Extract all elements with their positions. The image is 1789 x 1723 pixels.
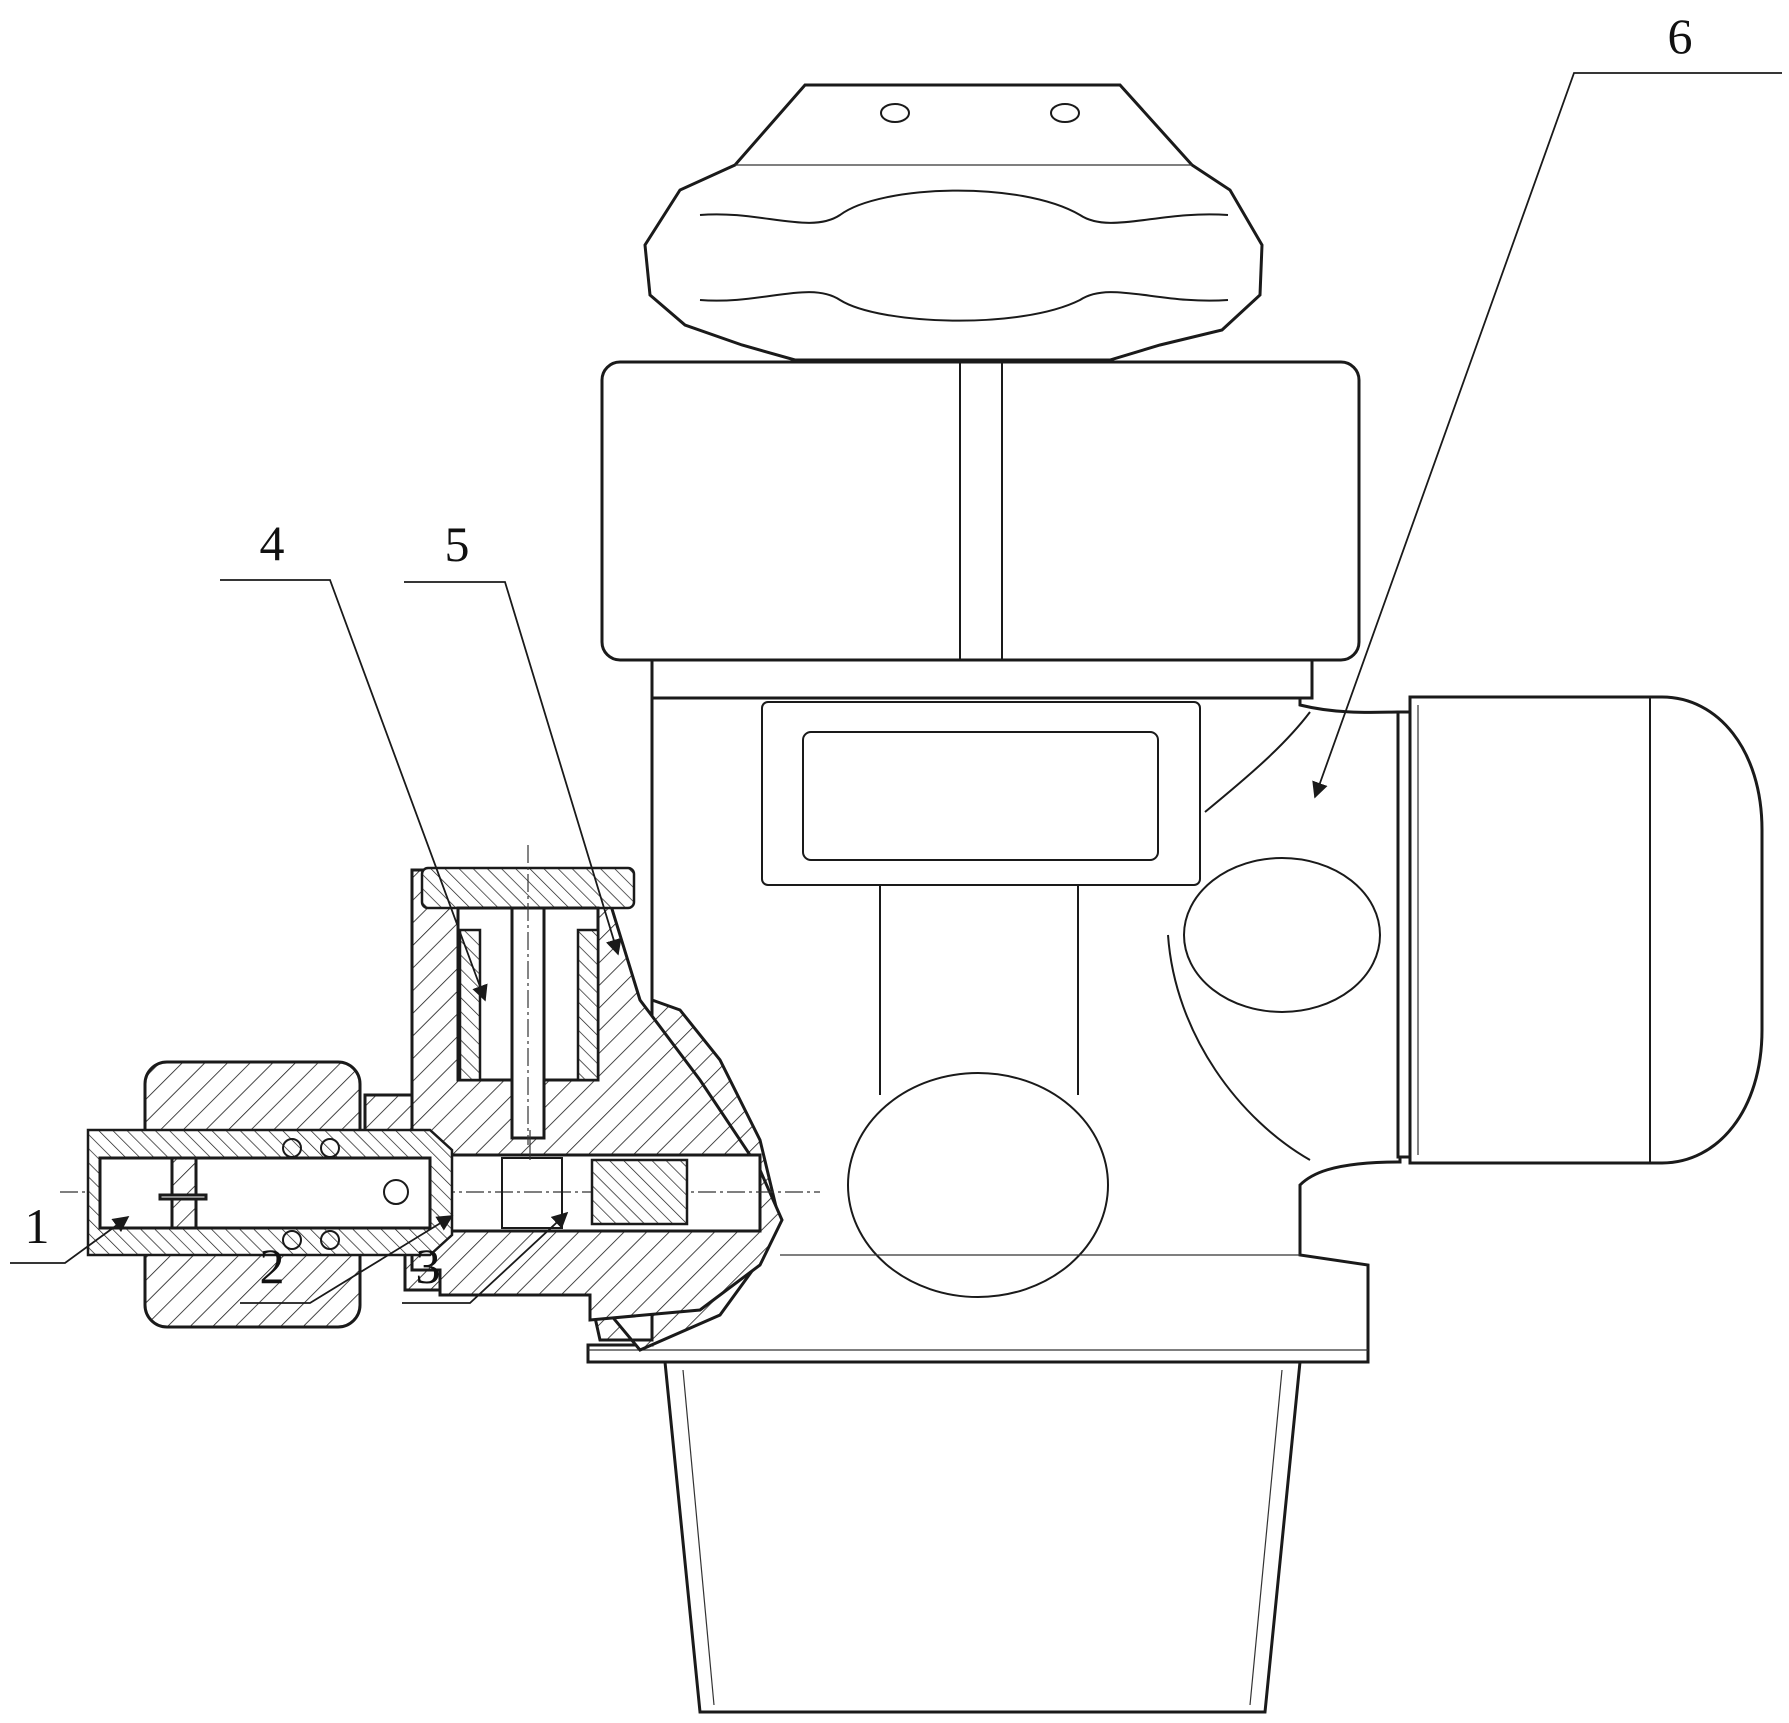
bonnet bbox=[602, 362, 1359, 698]
callout-2: 2 bbox=[260, 1238, 285, 1294]
callout-1: 1 bbox=[25, 1198, 50, 1254]
handwheel bbox=[645, 85, 1262, 360]
bleed-spring-left bbox=[460, 930, 480, 1080]
right-outlet bbox=[1398, 697, 1762, 1163]
bottom-neck bbox=[665, 1362, 1300, 1712]
callout-3: 3 bbox=[416, 1238, 441, 1294]
check-insert bbox=[592, 1160, 687, 1224]
leader-6 bbox=[1315, 73, 1782, 797]
callout-4: 4 bbox=[260, 515, 285, 571]
callout-6: 6 bbox=[1668, 8, 1693, 64]
bleed-spring-right bbox=[578, 930, 598, 1080]
callout-5: 5 bbox=[445, 516, 470, 572]
